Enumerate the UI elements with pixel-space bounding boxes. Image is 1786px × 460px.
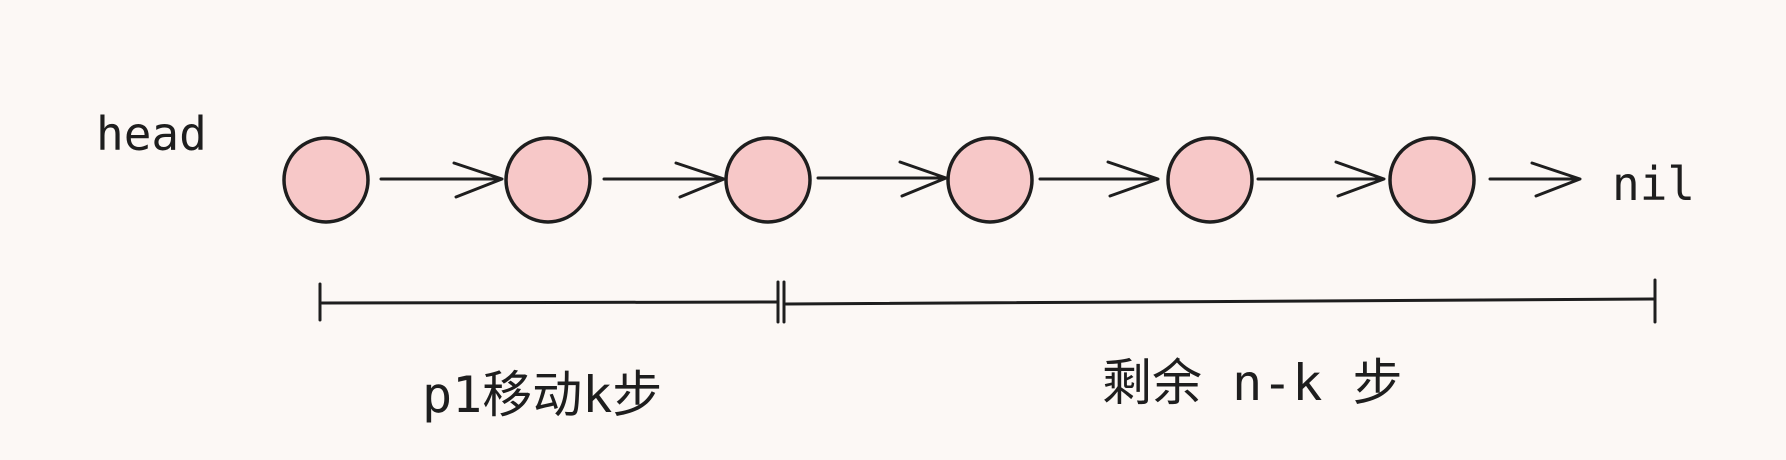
- list-node-5: [1166, 136, 1254, 224]
- nil-label: nil: [1612, 157, 1695, 211]
- segment-left-label: p1移动k步: [422, 366, 662, 424]
- arrow-2-3: [602, 161, 726, 199]
- list-node-4: [946, 136, 1034, 224]
- list-node-3: [724, 136, 812, 224]
- head-label: head: [96, 107, 207, 161]
- segment-right-label: 剩余 n-k 步: [1102, 354, 1403, 412]
- segment-right-bracket: [782, 278, 1657, 324]
- arrow-3-4: [816, 160, 948, 198]
- arrow-1-2: [379, 161, 504, 199]
- segment-left-bracket: [318, 280, 780, 324]
- arrow-4-5: [1038, 160, 1160, 198]
- list-node-2: [504, 136, 592, 224]
- list-node-6: [1388, 136, 1476, 224]
- arrow-6-nil: [1488, 161, 1582, 198]
- arrow-5-6: [1256, 160, 1386, 198]
- list-node-1: [282, 136, 370, 224]
